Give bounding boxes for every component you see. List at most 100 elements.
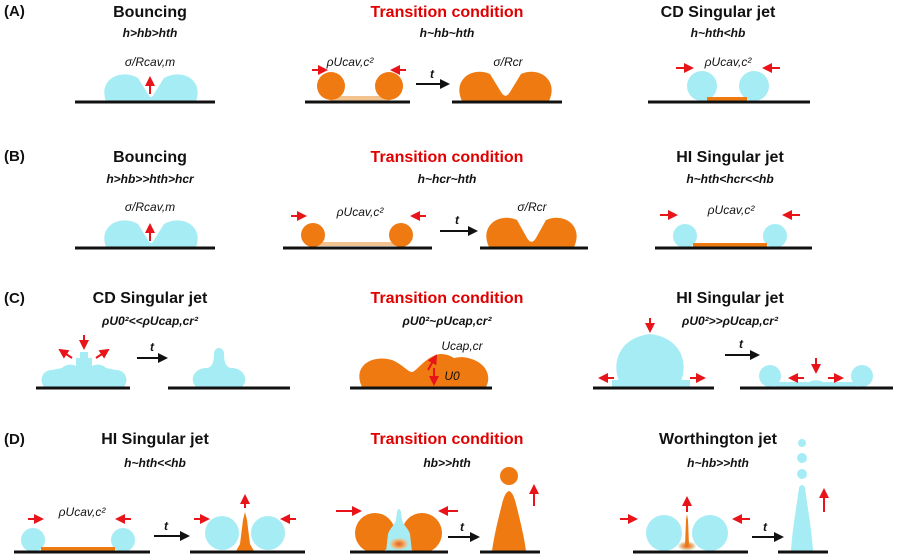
panel-title: HI Singular jet bbox=[676, 149, 784, 166]
time-label: t bbox=[164, 519, 169, 533]
capillary-pressure-label: ρUcav,c² bbox=[58, 505, 107, 519]
capillary-pressure-label: ρUcav,c² bbox=[326, 55, 375, 69]
panel-c1-cd-singular-jet: CD Singular jet ρU0²<<ρUcap,cr² t bbox=[36, 290, 290, 390]
panel-title: Transition condition bbox=[371, 431, 524, 448]
surface-tension-label: σ/Rcr bbox=[493, 55, 523, 69]
outward-arrow-icon bbox=[58, 348, 73, 359]
surface-tension-label: σ/Rcav,m bbox=[125, 55, 175, 69]
bubble-lobe bbox=[763, 224, 787, 248]
impact-velocity-label: U0 bbox=[444, 369, 460, 383]
spreading-rim bbox=[612, 380, 690, 387]
capillary-pressure-label: ρUcav,c² bbox=[336, 205, 385, 219]
bubble-cavity bbox=[104, 220, 198, 247]
capillary-pressure-label: ρUcav,c² bbox=[707, 203, 756, 217]
singular-jet bbox=[685, 514, 689, 545]
panel-condition: hb>>hth bbox=[423, 456, 470, 470]
time-label: t bbox=[460, 520, 465, 534]
bubble-lobe bbox=[673, 224, 697, 248]
panel-b1-bouncing: Bouncing h>hb>>hth>hcr σ/Rcav,m bbox=[75, 149, 215, 250]
bubble-lobe bbox=[851, 365, 873, 387]
jet-drop bbox=[192, 348, 246, 387]
bubble-lobe bbox=[759, 365, 781, 387]
surface-tension-label: σ/Rcav,m bbox=[125, 200, 175, 214]
time-label: t bbox=[430, 67, 435, 81]
collapsing-cavity bbox=[459, 71, 552, 101]
ejected-droplet bbox=[797, 453, 807, 463]
panel-d2-transition: Transition condition hb>>hth t bbox=[336, 431, 540, 554]
panel-condition: h~hth<<hb bbox=[124, 456, 186, 470]
thin-film bbox=[330, 96, 390, 101]
row-a: (A) Bouncing h>hb>hth σ/Rcav,m Transitio… bbox=[4, 3, 810, 104]
time-label: t bbox=[763, 520, 768, 534]
thick-jet bbox=[492, 491, 526, 551]
panel-condition: ρU0²<<ρUcap,cr² bbox=[101, 314, 199, 328]
surface-tension-label: σ/Rcr bbox=[517, 200, 547, 214]
panel-title: Worthington jet bbox=[659, 431, 778, 448]
panel-condition: ρU0²>>ρUcap,cr² bbox=[681, 314, 779, 328]
droplet-lobe bbox=[355, 513, 395, 553]
row-label: (B) bbox=[4, 148, 25, 165]
panel-condition: h~hb~hth bbox=[420, 26, 475, 40]
time-label: t bbox=[739, 337, 744, 351]
droplet-lobe bbox=[375, 72, 403, 100]
ejected-droplet bbox=[798, 439, 806, 447]
panel-a2-transition: Transition condition h~hb~hth ρUcav,c² t… bbox=[305, 4, 562, 104]
capillary-velocity-label: Ucap,cr bbox=[441, 339, 483, 353]
panel-b3-hi-singular-jet: HI Singular jet h~hth<hcr<<hb ρUcav,c² bbox=[655, 149, 812, 250]
panel-condition: ρU0²~ρUcap,cr² bbox=[402, 314, 493, 328]
panel-title: Transition condition bbox=[371, 290, 524, 307]
time-label: t bbox=[150, 340, 155, 354]
row-label: (C) bbox=[4, 290, 25, 307]
row-label: (D) bbox=[4, 431, 25, 448]
panel-c3-hi-singular-jet: HI Singular jet ρU0²>>ρUcap,cr² t bbox=[593, 290, 893, 390]
droplet-lobe bbox=[402, 513, 442, 553]
hot-spot bbox=[388, 537, 410, 551]
spreading-drop bbox=[41, 352, 127, 387]
panel-title: Transition condition bbox=[371, 4, 524, 21]
panel-a1-bouncing: Bouncing h>hb>hth σ/Rcav,m bbox=[75, 4, 215, 104]
hot-spot bbox=[677, 541, 697, 551]
droplet-lobe bbox=[301, 223, 325, 247]
panel-condition: h~hb>>hth bbox=[687, 456, 749, 470]
collapsing-drop-right bbox=[438, 357, 489, 387]
panel-c2-transition: Transition condition ρU0²~ρUcap,cr² Ucap… bbox=[350, 290, 524, 390]
ejected-droplet bbox=[797, 469, 807, 479]
panel-title: Transition condition bbox=[371, 149, 524, 166]
outward-arrow-icon bbox=[95, 348, 110, 359]
panel-title: Bouncing bbox=[113, 149, 187, 166]
row-b: (B) Bouncing h>hb>>hth>hcr σ/Rcav,m Tran… bbox=[4, 148, 812, 250]
bubble-lobe bbox=[21, 528, 45, 552]
capillary-pressure-label: ρUcav,c² bbox=[704, 55, 753, 69]
time-label: t bbox=[455, 213, 460, 227]
panel-title: CD Singular jet bbox=[93, 290, 208, 307]
panel-title: CD Singular jet bbox=[661, 4, 776, 21]
capillary-velocity-arrow-icon bbox=[427, 354, 437, 371]
droplet-lobe bbox=[389, 223, 413, 247]
impacting-drop bbox=[616, 334, 684, 387]
panel-condition: h>hb>hth bbox=[123, 26, 178, 40]
panel-d1-hi-singular-jet: HI Singular jet h~hth<<hb ρUcav,c² t bbox=[14, 431, 305, 554]
row-c: (C) CD Singular jet ρU0²<<ρUcap,cr² t Tr… bbox=[4, 290, 893, 390]
film bbox=[775, 382, 857, 387]
bubble-lobe bbox=[739, 71, 769, 101]
singular-jet bbox=[236, 512, 254, 551]
bubble-lobe bbox=[692, 515, 728, 551]
panel-title: HI Singular jet bbox=[676, 290, 784, 307]
worthington-jet bbox=[791, 485, 813, 551]
ejected-droplet bbox=[500, 467, 518, 485]
bubble-lobe bbox=[646, 515, 682, 551]
collapsing-cavity bbox=[486, 217, 577, 247]
panel-condition: h~hcr~hth bbox=[418, 172, 477, 186]
film bbox=[41, 547, 115, 551]
bubble-lobe bbox=[205, 516, 239, 550]
panel-condition: h~hth<hcr<<hb bbox=[686, 172, 773, 186]
panel-a3-cd-singular-jet: CD Singular jet h~hth<hb ρUcav,c² bbox=[648, 4, 810, 104]
panel-condition: h>hb>>hth>hcr bbox=[106, 172, 195, 186]
panel-b2-transition: Transition condition h~hcr~hth ρUcav,c² … bbox=[283, 149, 588, 250]
bubble-cavity bbox=[104, 74, 198, 101]
row-d: (D) HI Singular jet h~hth<<hb ρUcav,c² t… bbox=[4, 431, 829, 554]
row-label: (A) bbox=[4, 3, 25, 20]
panel-title: HI Singular jet bbox=[101, 431, 209, 448]
panel-d3-worthington-jet: Worthington jet h~hb>>hth t bbox=[620, 431, 829, 554]
